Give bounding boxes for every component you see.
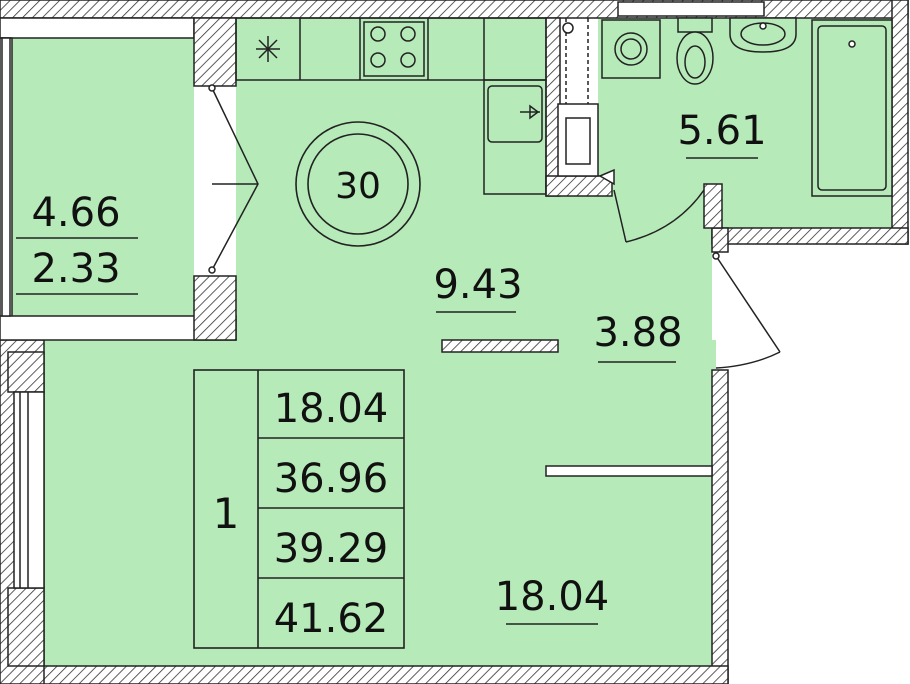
washing-machine-icon xyxy=(601,19,661,79)
kitchen-floor xyxy=(236,18,546,340)
top-window xyxy=(617,1,765,17)
area-table-living: 18.04 xyxy=(274,386,389,432)
living-room-area: 18.04 xyxy=(495,574,610,620)
wall-balcony-kitchen-top xyxy=(193,17,237,87)
balcony-area-reduced: 2.33 xyxy=(31,246,120,292)
rooms-count: 1 xyxy=(213,489,240,538)
bathtub-icon xyxy=(811,19,893,197)
shaft-bottom-wall xyxy=(545,175,613,197)
washbasin-icon xyxy=(729,17,797,53)
living-floor xyxy=(44,340,716,666)
riser-shaft xyxy=(557,18,615,186)
wall-right-bath xyxy=(891,0,909,245)
area-table-total: 41.62 xyxy=(274,596,389,642)
windows xyxy=(1,1,765,589)
partition-living-hall xyxy=(545,465,713,477)
toilet-icon xyxy=(676,17,714,85)
stove-icon xyxy=(363,21,425,77)
balcony-floor xyxy=(12,38,194,316)
partition-kitchen-living xyxy=(441,339,559,353)
hall-area: 3.88 xyxy=(593,310,682,356)
kitchen-counter-side xyxy=(483,79,547,195)
balcony-window xyxy=(1,37,11,317)
balcony-door xyxy=(208,84,259,274)
area-table xyxy=(193,369,405,649)
wall-bath-bottom xyxy=(711,227,909,245)
unit-number-marker: 30 xyxy=(295,121,421,247)
unit-number: 30 xyxy=(335,166,381,207)
wall-balcony-kitchen-bottom xyxy=(193,275,237,341)
area-table-total-living: 36.96 xyxy=(274,456,389,502)
wall-right-living xyxy=(711,369,729,684)
living-window xyxy=(13,391,45,589)
wall-left-upper xyxy=(7,351,45,393)
bathroom-door xyxy=(613,189,705,243)
fridge-icon xyxy=(256,36,280,62)
wall-right-hall-stub xyxy=(711,227,729,253)
kitchen-counter xyxy=(235,17,547,81)
room-area-labels: 4.66 2.33 9.43 3.88 5.61 18.04 xyxy=(16,108,767,625)
balcony-top-wall xyxy=(0,17,195,39)
entrance-door xyxy=(712,252,781,369)
bathroom-fixtures xyxy=(601,17,893,197)
wall-bottom xyxy=(0,665,729,684)
wall-left-lower xyxy=(7,587,45,667)
wall-top xyxy=(0,0,909,19)
kitchen-sink-icon xyxy=(487,85,543,143)
kitchen-units xyxy=(235,17,547,195)
bathroom-area: 5.61 xyxy=(677,108,766,154)
wall-bath-door-jamb xyxy=(703,183,723,229)
kitchen-area: 9.43 xyxy=(433,262,522,308)
balcony-area: 4.66 xyxy=(31,190,120,236)
area-table-reduced: 39.29 xyxy=(274,526,389,572)
